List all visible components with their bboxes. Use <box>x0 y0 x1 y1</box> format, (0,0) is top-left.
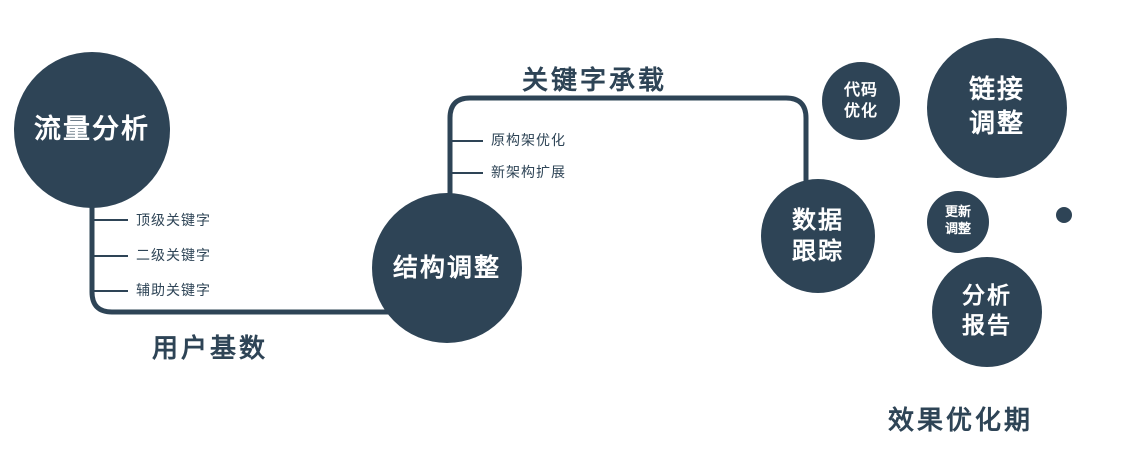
caption-effect-optimization-period: 效果优化期 <box>888 406 1034 436</box>
node-analysis-report-line1: 分析 <box>962 283 1012 310</box>
node-link-adjustment: 链接 调整 <box>927 38 1067 178</box>
node-code-optimization: 代码 优化 <box>822 62 900 140</box>
node-code-optimization-line2: 优化 <box>843 101 878 120</box>
node-small-dot <box>1056 207 1072 223</box>
node-structure-adjustment-label: 结构调整 <box>392 252 501 282</box>
node-data-tracking: 数据 跟踪 <box>761 179 875 293</box>
node-link-adjustment-line2: 调整 <box>968 109 1025 139</box>
node-code-optimization-line1: 代码 <box>843 80 878 100</box>
node-traffic-analysis: 流量分析 <box>14 52 170 208</box>
node-analysis-report-line2: 报告 <box>962 313 1012 339</box>
tick-label-new-architecture: 新架构扩展 <box>491 165 566 181</box>
tick-label-top-keywords: 顶级关键字 <box>136 213 211 229</box>
node-data-tracking-line2: 跟踪 <box>792 237 844 265</box>
node-data-tracking-line1: 数据 <box>792 205 844 234</box>
node-analysis-report: 分析 报告 <box>932 257 1042 367</box>
tick-label-original-architecture: 原构架优化 <box>491 133 566 149</box>
node-update-adjustment-line2: 调整 <box>944 222 971 237</box>
node-update-adjustment: 更新 调整 <box>927 191 989 253</box>
node-link-adjustment-line1: 链接 <box>968 75 1025 106</box>
connector-user-base-path <box>89 180 450 315</box>
node-update-adjustment-line1: 更新 <box>944 205 971 221</box>
tick-label-secondary-keywords: 二级关键字 <box>136 248 211 264</box>
node-structure-adjustment: 结构调整 <box>372 193 522 343</box>
edge-label-user-base: 用户基数 <box>152 334 269 364</box>
edge-label-keyword-carrying: 关键字承载 <box>522 66 668 96</box>
tick-label-auxiliary-keywords: 辅助关键字 <box>136 283 211 299</box>
connector-keyword-path <box>447 95 809 200</box>
node-traffic-analysis-label: 流量分析 <box>34 114 150 146</box>
